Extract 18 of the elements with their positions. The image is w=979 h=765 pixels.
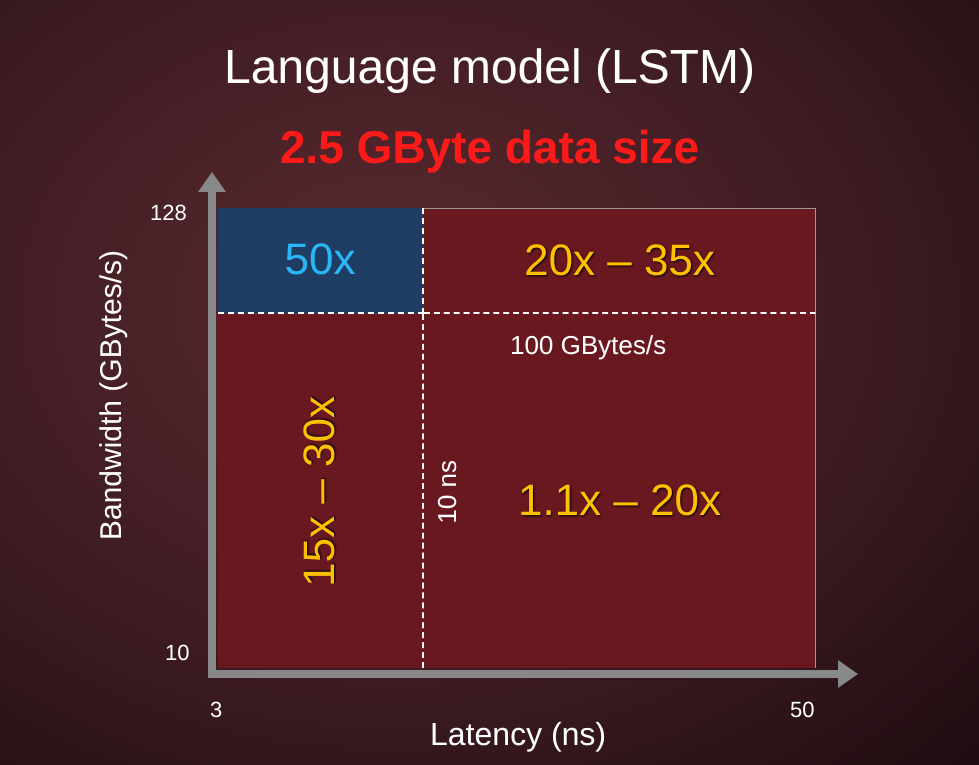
- tick-label: 3: [210, 697, 222, 723]
- speedup-value: 20x – 35x: [524, 236, 715, 286]
- cell-region: [218, 208, 424, 314]
- tick-label: 128: [150, 200, 187, 226]
- axis-title: Latency (ns): [430, 716, 606, 753]
- speedup-value: 1.1x – 20x: [518, 476, 722, 526]
- threshold-label: 10 ns: [432, 460, 463, 524]
- axis-title: Bandwidth (GBytes/s): [95, 250, 129, 540]
- cell-region: [424, 314, 816, 668]
- cell-region: [218, 314, 424, 668]
- speedup-value: 15x – 30x: [295, 396, 345, 586]
- chart-title: Language model (LSTM): [223, 40, 756, 95]
- tick-label: 10: [165, 640, 190, 666]
- threshold-label: 100 GBytes/s: [510, 330, 666, 361]
- tick-label: 50: [790, 697, 814, 723]
- cell-region: [424, 208, 816, 314]
- speedup-value: 50x: [284, 235, 356, 285]
- subtitle: 2.5 GByte data size: [278, 120, 700, 174]
